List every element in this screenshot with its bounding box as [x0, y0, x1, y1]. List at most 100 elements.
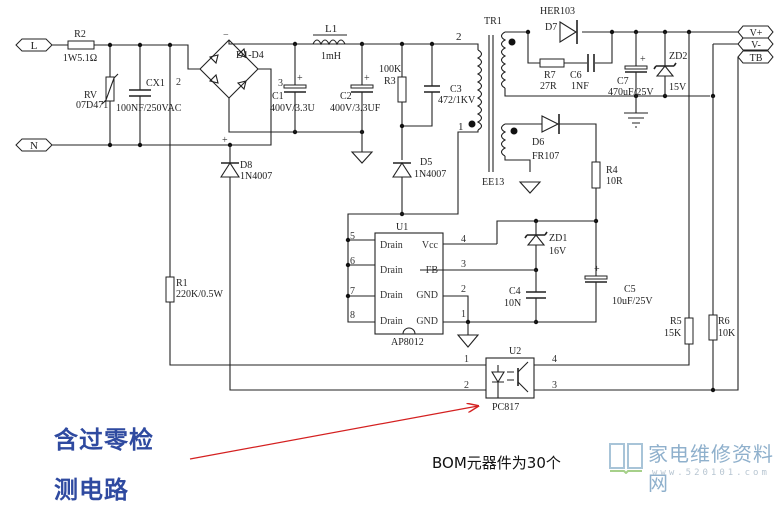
bridge-rectifier-D1-D4: D1-D4 −	[199, 30, 264, 99]
svg-text:220K/0.5W: 220K/0.5W	[176, 289, 224, 300]
wire-bridge-bottom	[228, 98, 362, 133]
svg-text:3: 3	[461, 259, 466, 270]
diode-D6: D6 FR107	[532, 114, 560, 162]
svg-text:R1: R1	[176, 278, 188, 289]
svg-text:TR1: TR1	[484, 16, 502, 27]
svg-text:C3: C3	[450, 84, 462, 95]
capacitor-CX1: CX1 100NF/250VAC	[116, 78, 182, 114]
svg-text:8: 8	[350, 310, 355, 321]
bom-count-note: BOM元器件为30个	[432, 454, 561, 472]
capacitor-C5: + C5 10uF/25V	[584, 264, 653, 307]
svg-text:Vcc: Vcc	[422, 240, 439, 251]
svg-text:07D471: 07D471	[76, 100, 108, 111]
svg-text:C7: C7	[617, 76, 629, 87]
diode-D7: HER103 D7	[540, 6, 578, 44]
svg-text:C5: C5	[624, 284, 636, 295]
earth-ground-icon	[624, 112, 648, 128]
svg-text:D7: D7	[545, 22, 557, 33]
svg-text:16V: 16V	[549, 246, 567, 257]
svg-text:1mH: 1mH	[321, 51, 341, 62]
svg-text:R2: R2	[74, 29, 86, 40]
svg-text:L1: L1	[325, 23, 337, 35]
resistor-R7: R7 27R	[539, 58, 565, 92]
resistor-R2: R2 1W5.1Ω	[63, 29, 97, 64]
svg-text:6: 6	[350, 256, 355, 267]
optocoupler-U2-PC817: U2 PC817 1 2 3 4	[464, 346, 557, 413]
svg-text:PC817: PC817	[492, 402, 519, 413]
capacitor-C7: + C7 470uF/25V	[608, 54, 654, 98]
svg-text:4: 4	[552, 354, 557, 365]
svg-text:C4: C4	[509, 286, 521, 297]
svg-text:ZD2: ZD2	[669, 51, 687, 62]
svg-text:1N4007: 1N4007	[414, 169, 446, 180]
annotation-note-line2: 测电路	[54, 476, 129, 504]
svg-text:R7: R7	[544, 70, 556, 81]
svg-text:1N4007: 1N4007	[240, 171, 272, 182]
capacitor-C6: C6 1NF	[570, 54, 595, 92]
svg-text:400V/3.3UF: 400V/3.3UF	[330, 103, 381, 114]
svg-text:470uF/25V: 470uF/25V	[608, 87, 654, 98]
svg-text:1W5.1Ω: 1W5.1Ω	[63, 53, 97, 64]
diode-D5: D5 1N4007	[391, 157, 446, 180]
wire-Vplus-R5	[540, 32, 690, 366]
capacitor-C4: C4 10N	[504, 286, 546, 309]
connector-L: L	[15, 38, 53, 52]
svg-text:2: 2	[461, 284, 466, 295]
watermark-url: www.520101.com	[652, 468, 770, 478]
svg-text:1NF: 1NF	[571, 81, 589, 92]
resistor-R6: R6 10K	[708, 314, 736, 341]
svg-text:100NF/250VAC: 100NF/250VAC	[116, 103, 182, 114]
svg-text:4: 4	[461, 234, 466, 245]
svg-text:27R: 27R	[540, 81, 557, 92]
connector-N-label: N	[30, 140, 38, 152]
resistor-R3: 100K R3	[379, 64, 407, 103]
svg-text:100K: 100K	[379, 64, 402, 75]
ic-U1-AP8012: U1 AP8012 Drain Drain Drain Drain Vcc FB…	[350, 222, 466, 348]
svg-text:2: 2	[464, 380, 469, 391]
ground-symbol	[518, 181, 542, 194]
svg-text:15K: 15K	[664, 328, 682, 339]
svg-text:CX1: CX1	[146, 78, 165, 89]
resistor-R5: R5 15K	[664, 316, 694, 345]
watermark-title: 家电维修资料网	[648, 442, 774, 495]
svg-text:5: 5	[350, 231, 355, 242]
svg-text:Drain: Drain	[380, 240, 403, 251]
svg-text:C2: C2	[340, 91, 352, 102]
svg-text:C6: C6	[570, 70, 582, 81]
inductor-L1: L1 1mH	[312, 23, 347, 62]
svg-text:HER103: HER103	[540, 6, 575, 17]
svg-text:+: +	[364, 73, 370, 84]
svg-text:R3: R3	[384, 76, 396, 87]
svg-text:3: 3	[552, 380, 557, 391]
ground-symbol	[350, 151, 374, 164]
svg-text:R4: R4	[606, 165, 618, 176]
svg-text:EE13: EE13	[482, 177, 504, 188]
svg-text:Drain: Drain	[380, 265, 403, 276]
capacitor-C1: + 3 C1 400V/3.3U	[270, 73, 316, 114]
svg-text:10R: 10R	[606, 176, 623, 187]
connector-L-label: L	[31, 40, 38, 52]
svg-text:R6: R6	[718, 316, 730, 327]
svg-text:D5: D5	[420, 157, 432, 168]
svg-text:GND: GND	[416, 290, 438, 301]
svg-text:1: 1	[464, 354, 469, 365]
svg-text:Drain: Drain	[380, 290, 403, 301]
transformer-TR1: 1 TR1 EE13	[458, 16, 518, 188]
svg-text:2: 2	[456, 31, 462, 43]
resistor-R1: R1 220K/0.5W	[165, 276, 224, 303]
svg-text:GND: GND	[416, 316, 438, 327]
svg-text:AP8012: AP8012	[391, 337, 424, 348]
svg-text:+: +	[222, 135, 228, 146]
svg-text:RV: RV	[84, 90, 98, 101]
ground-symbol	[456, 334, 480, 348]
svg-text:1: 1	[458, 121, 464, 133]
annotation-arrow	[189, 406, 478, 460]
svg-text:D6: D6	[532, 137, 544, 148]
watermark-book-icon	[609, 443, 643, 474]
svg-text:V+: V+	[750, 28, 763, 39]
svg-text:FR107: FR107	[532, 151, 559, 162]
svg-text:U1: U1	[396, 222, 408, 233]
svg-text:1: 1	[461, 309, 466, 320]
svg-text:D8: D8	[240, 160, 252, 171]
capacitor-C2: + C2 400V/3.3UF	[330, 73, 381, 114]
